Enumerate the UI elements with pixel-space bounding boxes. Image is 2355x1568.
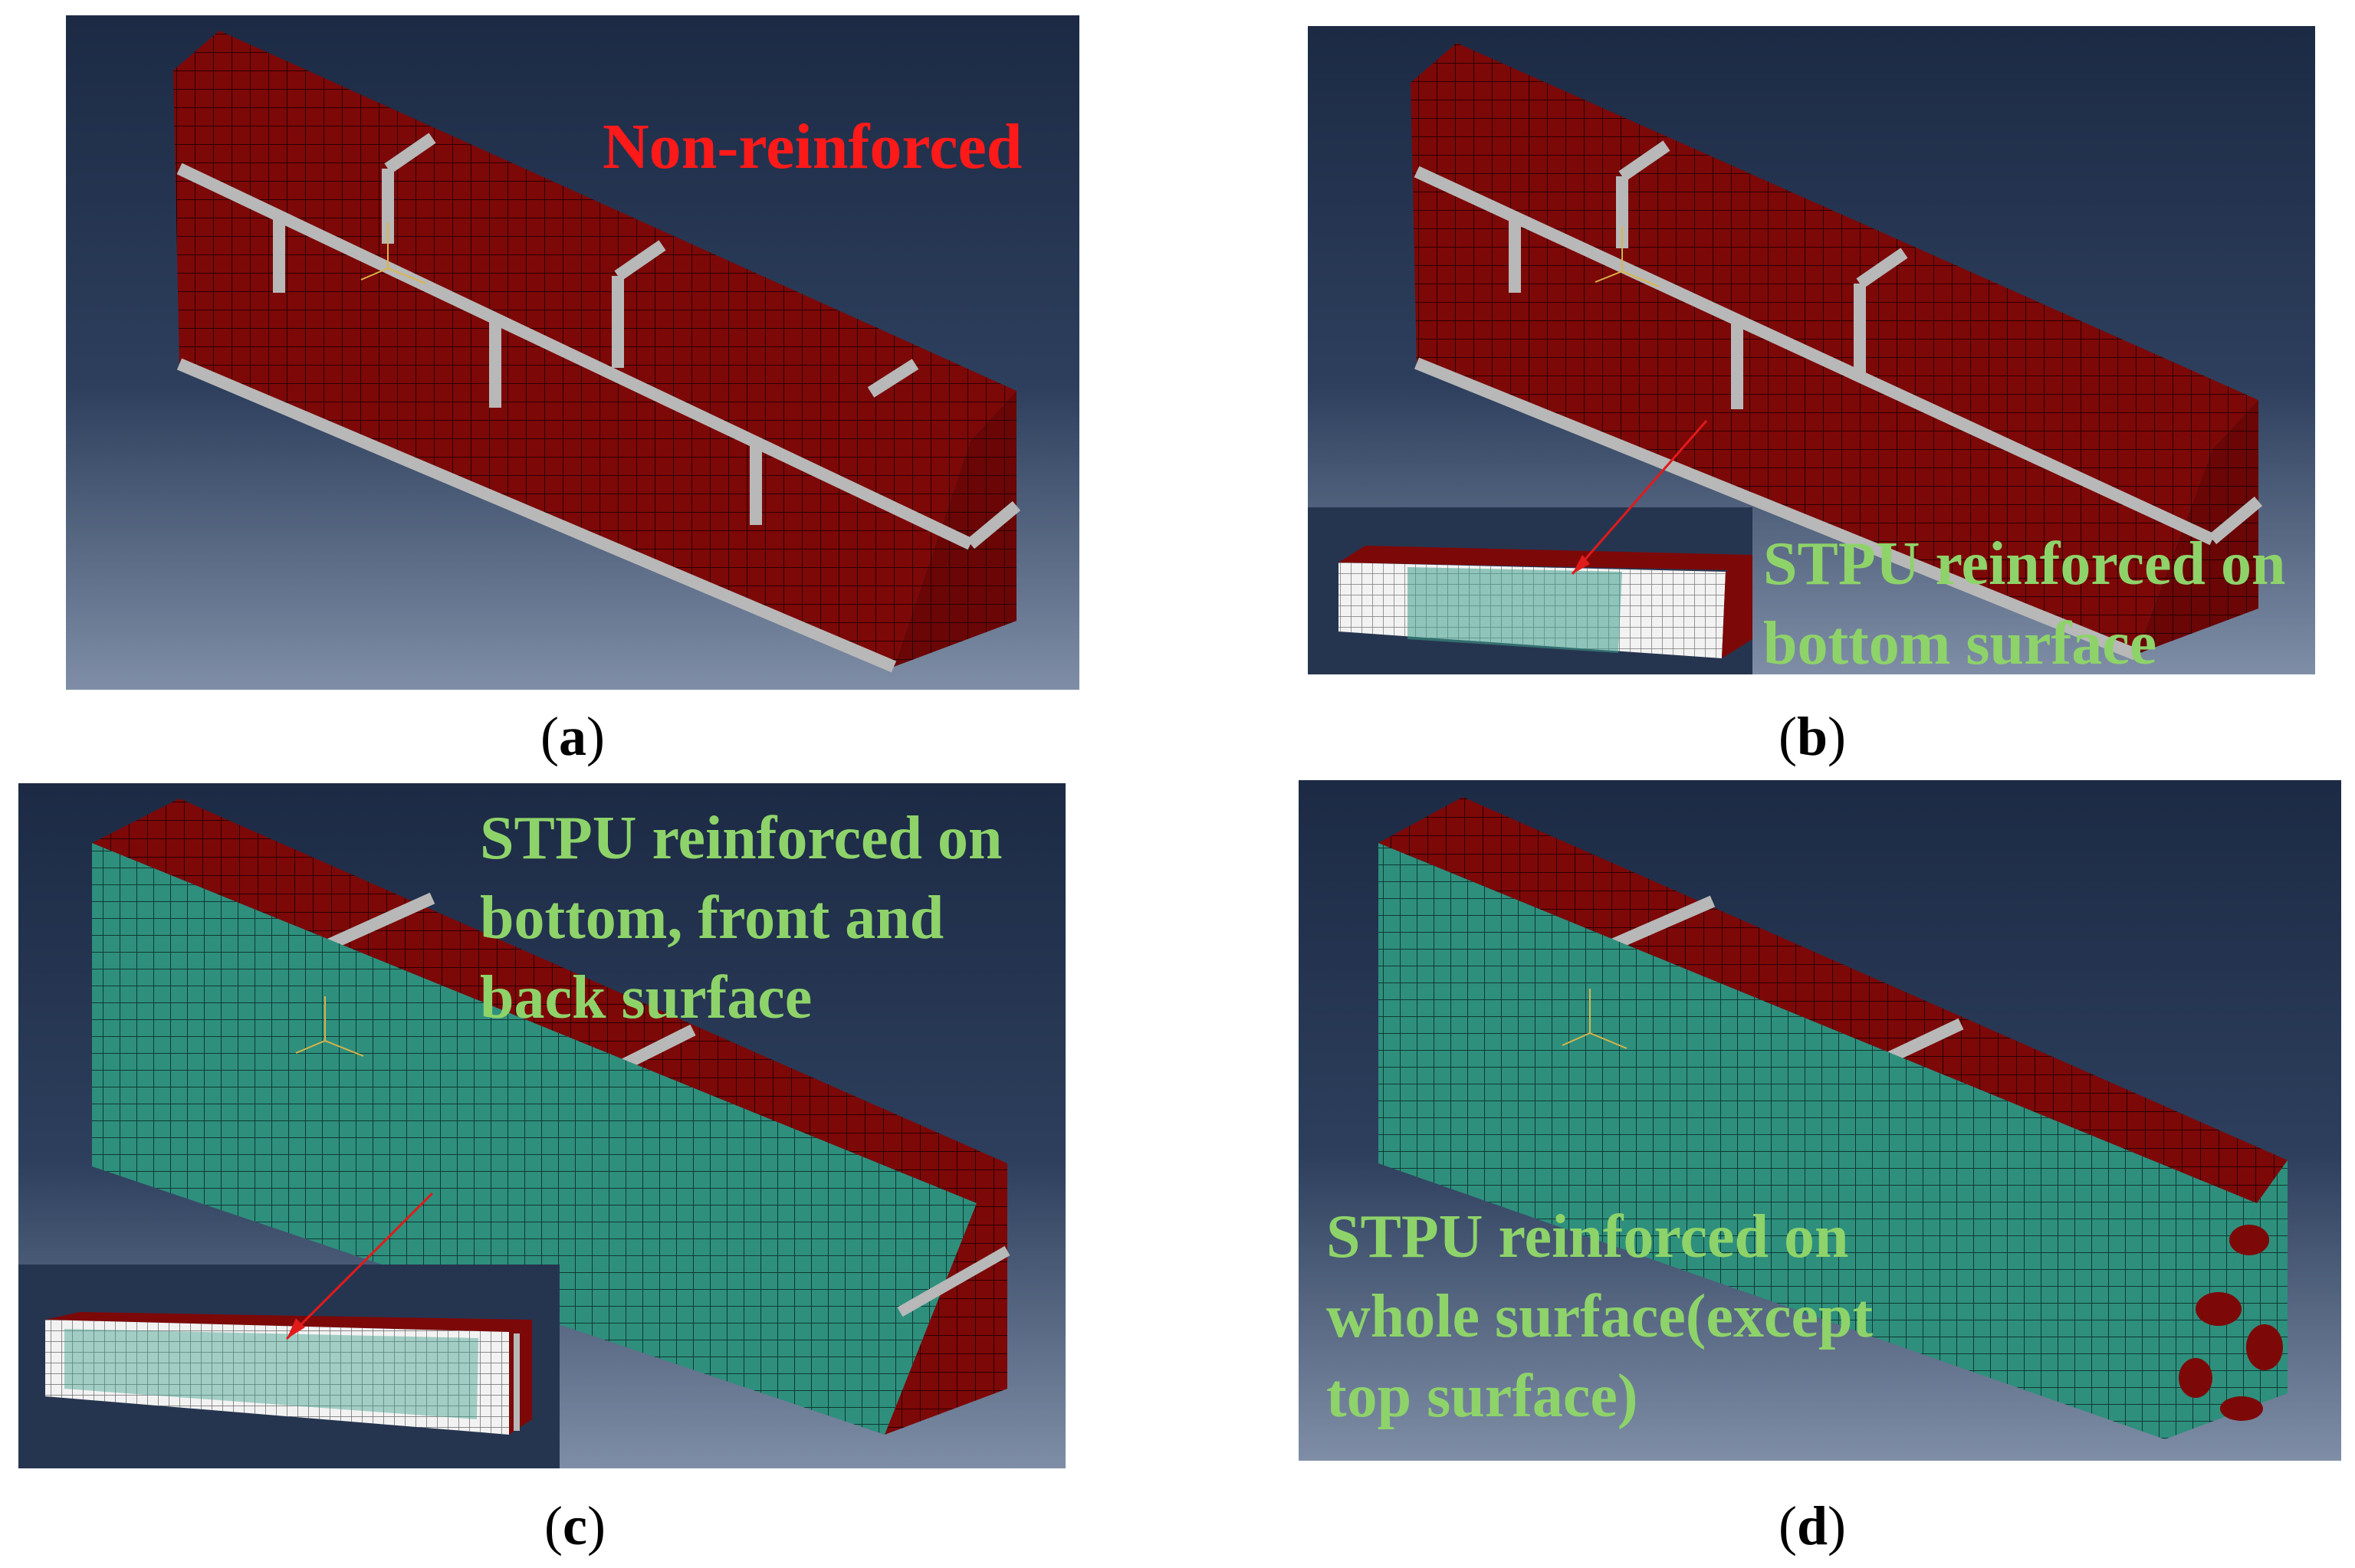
label-line: top surface) xyxy=(1326,1363,1638,1430)
caption-letter: a xyxy=(559,706,586,767)
label-line: whole surface(except xyxy=(1326,1283,1874,1350)
beam-model-c xyxy=(18,783,1066,1468)
beam-model-a xyxy=(66,15,1079,690)
label-line: Non-reinforced xyxy=(603,111,1023,182)
caption-letter: c xyxy=(563,1495,587,1557)
label-stpu-bottom: STPU reinforced on bottom surface xyxy=(1763,524,2285,674)
panel-b: STPU reinforced on bottom surface xyxy=(1308,26,2315,674)
caption-d: (d) xyxy=(1778,1495,1846,1557)
caption-a: (a) xyxy=(540,706,605,767)
caption-c: (c) xyxy=(544,1495,606,1557)
label-line: STPU reinforced on xyxy=(1763,530,2286,598)
label-line: STPU reinforced on xyxy=(480,805,1003,872)
panel-d: STPU reinforced on whole surface(except … xyxy=(1299,780,2341,1461)
panel-c: STPU reinforced on bottom, front and bac… xyxy=(18,783,1066,1468)
inset-bottom-view-b xyxy=(1308,507,1752,674)
beam-model-d xyxy=(1299,780,2341,1461)
label-line: back surface xyxy=(480,964,813,1032)
label-line: bottom surface xyxy=(1763,610,2157,674)
label-stpu-whole-surface: STPU reinforced on whole surface(except … xyxy=(1326,1197,1873,1436)
caption-b: (b) xyxy=(1778,706,1846,767)
label-stpu-bottom-front-back: STPU reinforced on bottom, front and bac… xyxy=(480,799,1002,1038)
caption-letter: b xyxy=(1796,706,1828,767)
inset-bottom-view-c xyxy=(18,1265,560,1468)
label-line: STPU reinforced on xyxy=(1326,1203,1849,1271)
panel-a: Non-reinforced xyxy=(66,15,1079,690)
caption-letter: d xyxy=(1796,1495,1828,1557)
label-line: bottom, front and xyxy=(480,884,944,952)
label-non-reinforced: Non-reinforced xyxy=(603,115,1022,179)
beam-model-b xyxy=(1308,26,2315,674)
